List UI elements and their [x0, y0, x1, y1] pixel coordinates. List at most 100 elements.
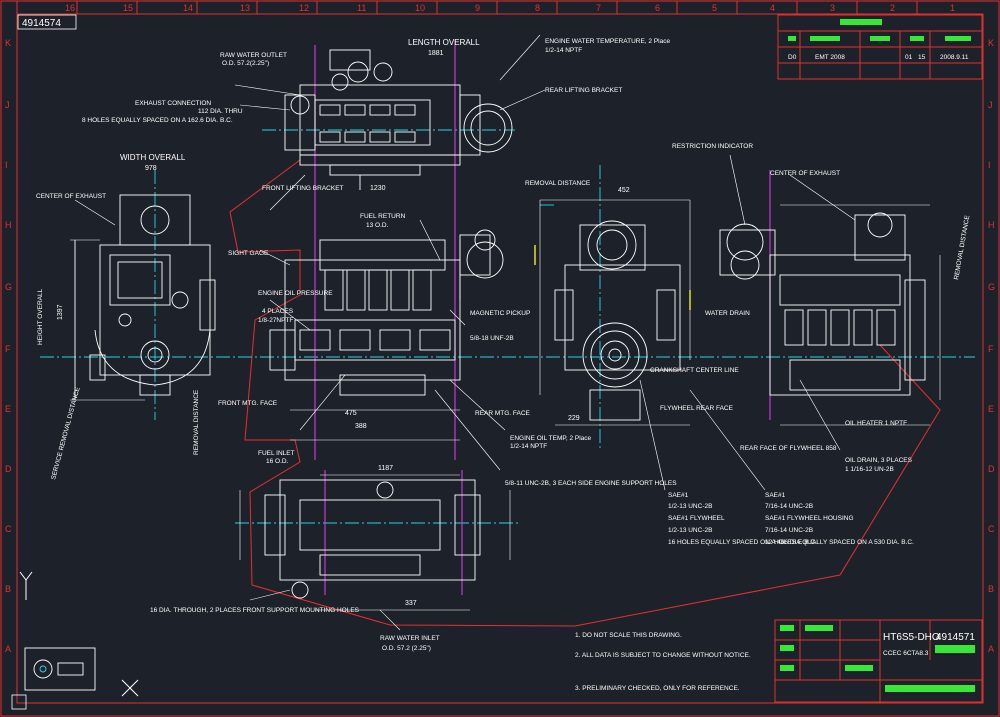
- removal-distance-label: REMOVAL DISTANCE: [525, 180, 591, 187]
- exhaust-connection-size: 112 DIA. THRU: [198, 108, 243, 115]
- svg-text:15: 15: [918, 54, 926, 61]
- support-holes-label: 5/8-11 UNC-2B, 3 EACH SIDE ENGINE SUPPOR…: [505, 480, 677, 487]
- center-of-exhaust-left: CENTER OF EXHAUST: [36, 193, 106, 200]
- bottom-view-engine: [239, 479, 511, 611]
- flywheel-rear-face-label: FLYWHEEL REAR FACE: [660, 405, 734, 412]
- ruler-top-7: 7: [596, 3, 601, 13]
- ruler-top-1: 1: [950, 3, 955, 13]
- svg-text:C: C: [5, 524, 12, 534]
- side-view-engine: [269, 229, 504, 476]
- ruler-top-3: 3: [830, 3, 835, 13]
- sae-flywheel-4: 16 HOLES EQUALLY SPACED ON A 466 DIA. B.…: [668, 539, 817, 546]
- width-overall-value: 978: [145, 165, 157, 172]
- fuel-return-label: FUEL RETURN: [360, 213, 406, 220]
- magnetic-pickup-label: MAGNETIC PICKUP: [470, 310, 530, 317]
- svg-text:EMT 2008: EMT 2008: [815, 54, 845, 61]
- sae-flywheel-title: SAE#1: [668, 492, 689, 499]
- drawing-number-top: 4914574: [22, 18, 61, 29]
- sae-flywheel-1: 1/2-13 UNC-2B: [668, 503, 712, 510]
- oil-drain-thread: 1 1/16-12 UN-2B: [845, 466, 894, 473]
- fuel-inlet-size: 16 O.D.: [266, 458, 289, 465]
- svg-text:C: C: [988, 524, 995, 534]
- svg-text:H: H: [5, 220, 12, 230]
- raw-water-outlet-label: RAW WATER OUTLET: [220, 52, 287, 59]
- magnetic-pickup-thread: 5/8-18 UNF-2B: [470, 335, 514, 342]
- raw-water-inlet-size: O.D. 57.2 (2.25"): [382, 645, 431, 652]
- svg-text:I: I: [988, 160, 991, 170]
- exhaust-connection-label: EXHAUST CONNECTION: [135, 100, 211, 107]
- raw-water-outlet-size: O.D. 57.2(2.25"): [222, 60, 269, 67]
- svg-text:A: A: [5, 644, 11, 654]
- front-mtg-face-label: FRONT MTG. FACE: [218, 400, 278, 407]
- top-title-block: D0 EMT 2008 01 15 2008.9.11: [777, 14, 983, 80]
- svg-text:K: K: [988, 38, 994, 48]
- dim-388: 388: [355, 423, 367, 430]
- engine-oil-temp-thread: 1/2-14 NPTF: [510, 443, 547, 450]
- sae-flywheel-3: 1/2-13 UNC-2B: [668, 527, 712, 534]
- water-drain-label: WATER DRAIN: [705, 310, 750, 317]
- length-overall-label: LENGTH OVERALL: [408, 38, 480, 47]
- height-overall-label: HEIGHT OVERALL: [37, 288, 44, 345]
- front-view-engine: [70, 194, 216, 401]
- length-overall-value: 1881: [428, 50, 444, 57]
- crankshaft-center-line: CRANKSHAFT CENTER LINE: [650, 367, 739, 374]
- sae-housing-3: 7/16-14 UNC-2B: [765, 527, 813, 534]
- leader-lines: [74, 34, 856, 631]
- rear-view-engine: [539, 199, 691, 426]
- note-1: 1. DO NOT SCALE THIS DRAWING.: [575, 632, 682, 639]
- svg-text:2008.9.11: 2008.9.11: [940, 54, 969, 61]
- rear-face-flywheel-label: REAR FACE OF FLYWHEEL 858: [740, 445, 837, 452]
- svg-text:F: F: [988, 344, 994, 354]
- oil-drain-label: OIL DRAIN, 3 PLACES: [845, 457, 913, 464]
- ruler-top-13: 13: [240, 3, 250, 13]
- title-sub-line: CCEC 6CTA8.3: [883, 650, 929, 657]
- svg-text:G: G: [988, 282, 995, 292]
- svg-text:B: B: [5, 584, 11, 594]
- top-ruler: 16 15 14 13 12 11 10 9 8 7 6 5 4 3 2 1: [16, 1, 955, 14]
- dim-1230: 1230: [370, 185, 386, 192]
- fuel-inlet-label: FUEL INLET: [258, 450, 295, 457]
- ruler-top-9: 9: [475, 3, 480, 13]
- dim-475: 475: [345, 410, 357, 417]
- engine-oil-pressure-thread: 1/8-27NPTF: [258, 317, 293, 324]
- dim-229: 229: [568, 415, 580, 422]
- left-removal-label: REMOVAL DISTANCE: [193, 389, 200, 455]
- ruler-top-16: 16: [65, 3, 75, 13]
- engine-outline-icon: [24, 647, 96, 691]
- engine-oil-pressure-label: ENGINE OIL PRESSURE: [258, 290, 333, 297]
- svg-text:G: G: [5, 282, 12, 292]
- engine-water-temp-label: ENGINE WATER TEMPERATURE, 2 Place: [545, 38, 670, 45]
- svg-text:J: J: [5, 100, 10, 110]
- svg-text:D0: D0: [788, 54, 797, 61]
- right-side-view-engine: [719, 204, 941, 426]
- engine-water-temp-thread: 1/2-14 NPTF: [545, 47, 582, 54]
- rear-mtg-face-label: REAR MTG. FACE: [475, 410, 531, 417]
- drawing-number-box: 4914574: [17, 14, 77, 30]
- removal-distance-value: 452: [618, 187, 630, 194]
- svg-text:D: D: [5, 464, 12, 474]
- notes-block: 1. DO NOT SCALE THIS DRAWING. 2. ALL DAT…: [575, 632, 751, 692]
- title-drawing-number: 4914571: [936, 632, 975, 643]
- fuel-return-size: 13 O.D.: [366, 222, 389, 229]
- front-lifting-bracket-label: FRONT LIFTING BRACKET: [262, 185, 344, 192]
- raw-water-inlet-label: RAW WATER INLET: [380, 635, 440, 642]
- sae-flywheel-2: SAE#1 FLYWHEEL: [668, 515, 725, 522]
- ruler-top-10: 10: [415, 3, 425, 13]
- title-model: HT6S5-DHO: [883, 632, 940, 643]
- ucs-icon: [19, 571, 33, 600]
- dim-1187: 1187: [378, 465, 393, 472]
- height-overall-value: 1397: [57, 304, 64, 320]
- right-removal-label: REMOVAL DISTANCE: [953, 214, 971, 280]
- sae-housing-title: SAE#1: [765, 492, 786, 499]
- mounting-holes-label: 16 DIA. THROUGH, 2 PLACES FRONT SUPPORT …: [150, 607, 360, 614]
- sae-housing-1: 7/16-14 UNC-2B: [765, 503, 813, 510]
- bottom-title-block: HT6S5-DHO 4914571 CCEC 6CTA8.3: [774, 619, 983, 703]
- ruler-top-11: 11: [357, 3, 366, 13]
- sight-gauge-label: SIGHT GAGE: [228, 250, 269, 257]
- svg-text:J: J: [988, 100, 993, 110]
- ruler-top-2: 2: [890, 3, 895, 13]
- svg-text:F: F: [5, 344, 11, 354]
- removal-lines: [314, 40, 771, 595]
- svg-text:E: E: [5, 404, 11, 414]
